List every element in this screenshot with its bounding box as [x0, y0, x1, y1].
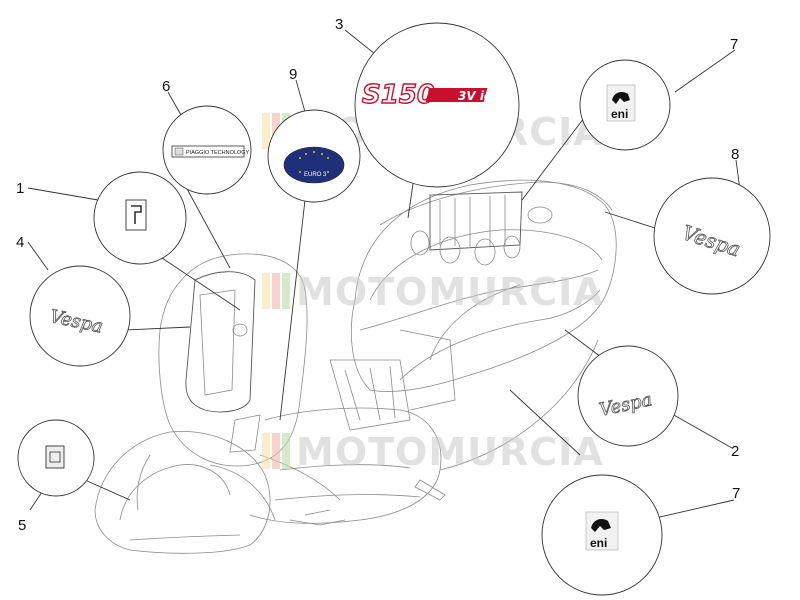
- callout-number-8: 8: [731, 146, 739, 163]
- eni-label: eni: [590, 536, 607, 550]
- plate-label: PIAGGIO TECHNOLOGY: [186, 150, 249, 156]
- badge-emblem-icon: [49, 451, 61, 463]
- watermark-text: MOTOMURCIA: [296, 430, 604, 474]
- watermark-bottom: MOTOMURCIA: [262, 430, 604, 474]
- callout-number-4: 4: [16, 234, 24, 251]
- leader-lines: [27, 29, 741, 526]
- callout-circle-2: Vespa: [577, 345, 679, 447]
- small-badge: [45, 445, 65, 469]
- callout-numbers: 1 4 5 6 9 3 7 8 2 7: [16, 16, 740, 534]
- eni-decal: [606, 84, 636, 122]
- callout-circle-1: [93, 171, 187, 265]
- callout-circle-6: PIAGGIO TECHNOLOGY: [162, 105, 252, 195]
- eni-dog-icon: [612, 92, 630, 104]
- callout-number-7-top: 7: [730, 36, 738, 53]
- callout-circle-4: Vespa: [29, 265, 131, 367]
- piaggio-p-badge: [125, 199, 147, 231]
- eu-stars-icon: [299, 151, 329, 173]
- watermark-text: MOTOMURCIA: [296, 270, 604, 314]
- eni-label: eni: [611, 107, 628, 121]
- s150-suffix-decal: 3V ie: [458, 89, 492, 103]
- callout-circle-5: [17, 419, 95, 497]
- s150-decal: S150: [362, 80, 435, 110]
- euro3-disc: [283, 146, 345, 184]
- callout-circle-7-bottom: eni: [541, 474, 663, 596]
- callout-number-2: 2: [731, 443, 739, 460]
- piaggio-logo-icon: [174, 147, 184, 156]
- callout-number-5: 5: [18, 517, 26, 534]
- callout-circle-3: S150 3V ie: [354, 22, 520, 188]
- eni-dog-icon: [591, 519, 611, 532]
- callout-number-3: 3: [335, 16, 343, 33]
- watermark-middle: MOTOMURCIA: [262, 270, 604, 314]
- callout-number-9: 9: [289, 66, 297, 83]
- callout-number-1: 1: [16, 180, 24, 197]
- callout-number-7-bottom: 7: [732, 485, 740, 502]
- euro3-label: EURO 3: [304, 172, 327, 178]
- callout-number-6: 6: [162, 78, 170, 95]
- scooter-body: [94, 179, 617, 554]
- callout-circle-7-top: eni: [579, 59, 671, 151]
- callout-circle-8: Vespa: [653, 177, 771, 295]
- eni-decal: [585, 511, 619, 551]
- technology-plate: [171, 145, 245, 158]
- callout-circle-9: EURO 3: [267, 109, 361, 203]
- p-letter-icon: [131, 205, 142, 224]
- s150-suffix-bar: [425, 88, 488, 102]
